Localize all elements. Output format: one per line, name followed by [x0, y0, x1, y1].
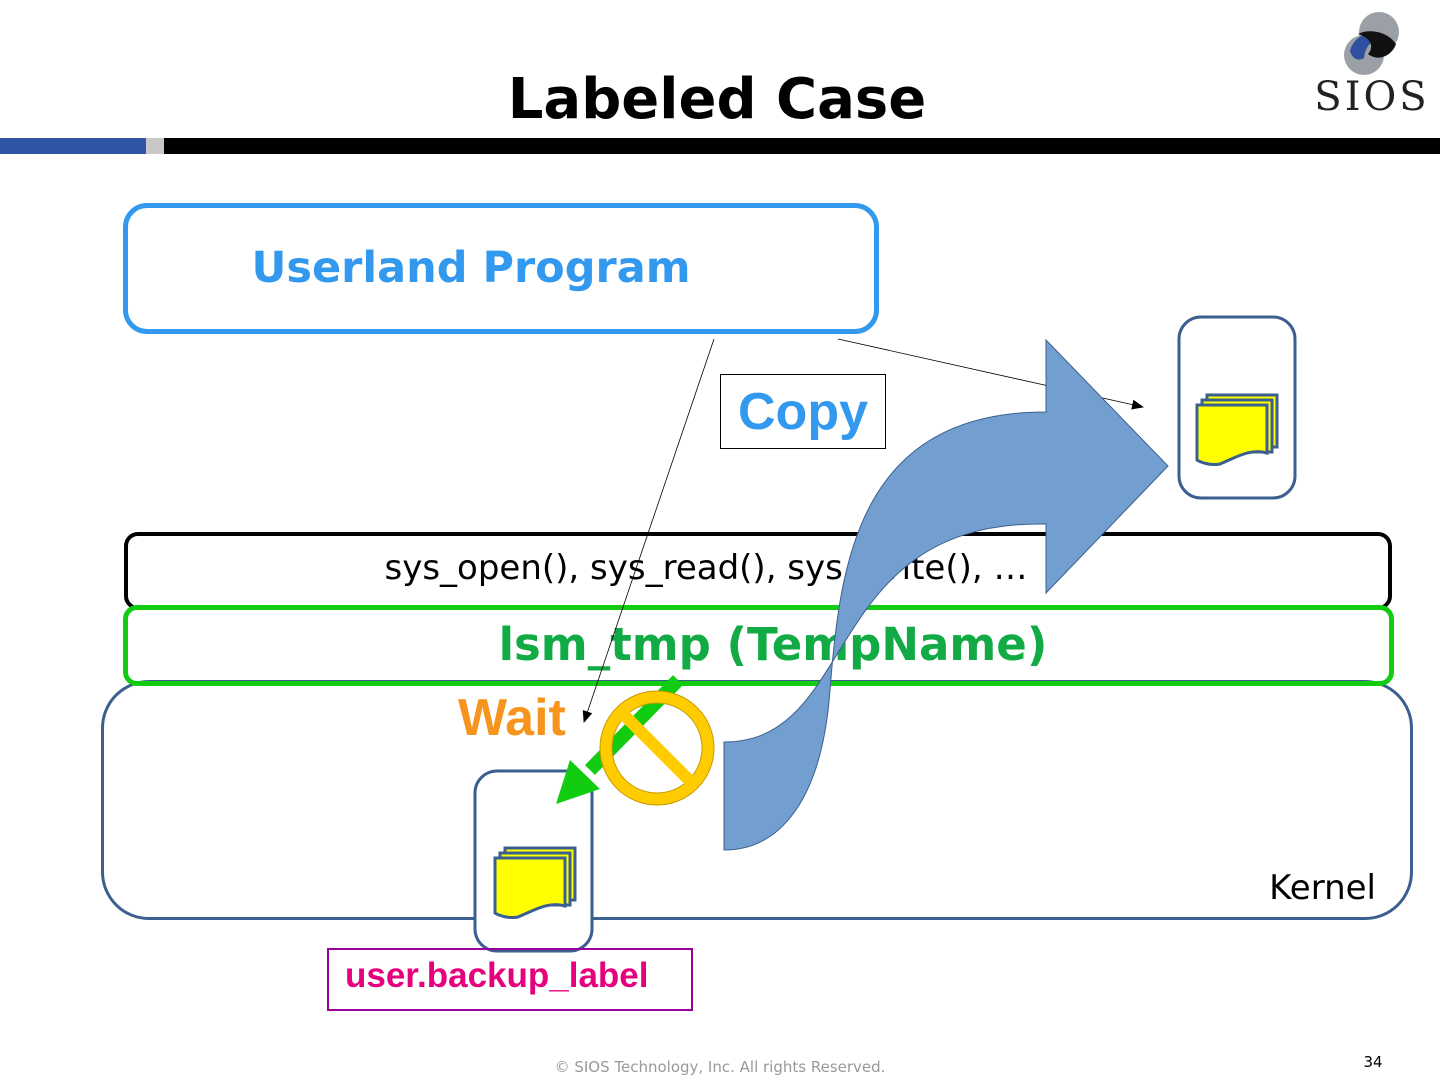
- userland-program-box: [123, 203, 879, 334]
- sios-logo: [1344, 12, 1399, 75]
- lsm-module-label: lsm_tmp (TempName): [498, 618, 1048, 671]
- lsm-module-box: [123, 605, 1394, 686]
- title-divider: [0, 138, 1440, 154]
- kernel-label: Kernel: [1269, 868, 1376, 908]
- title-divider-gap: [146, 138, 164, 154]
- copy-label: Copy: [720, 374, 886, 449]
- page-number: 34: [1363, 1053, 1383, 1071]
- wait-request-arrow: [582, 338, 715, 723]
- title-divider-accent: [0, 138, 146, 154]
- source-file-stack-icon: [493, 846, 577, 919]
- xattr-label: user.backup_label: [345, 956, 649, 995]
- wait-label: Wait: [458, 689, 566, 747]
- copy-curved-arrow: [723, 338, 1169, 851]
- slide-title: Labeled Case: [507, 67, 927, 132]
- prohibition-icon: [599, 690, 715, 806]
- logo-text: SIOS: [1314, 74, 1430, 120]
- xattr-label-box: [327, 948, 693, 1011]
- userland-program-label: Userland Program: [251, 243, 691, 293]
- copyright-footer: © SIOS Technology, Inc. All rights Reser…: [554, 1058, 886, 1076]
- destination-file-stack-icon: [1195, 393, 1279, 466]
